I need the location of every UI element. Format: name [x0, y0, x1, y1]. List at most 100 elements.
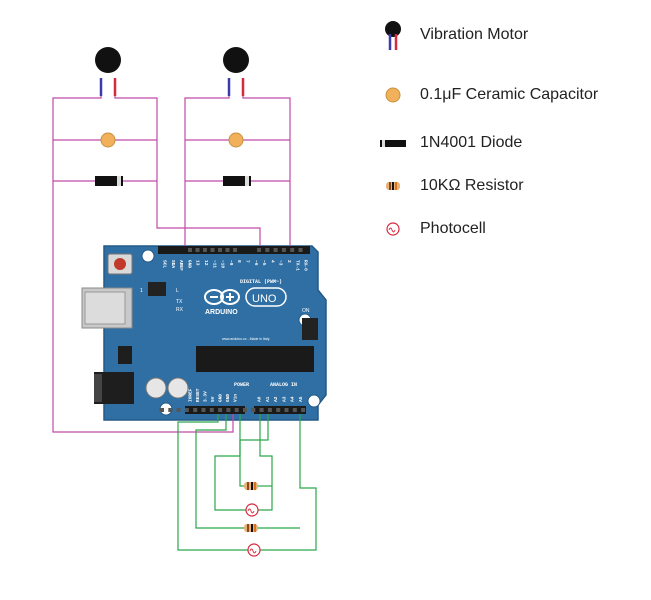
pin-label: 7: [245, 260, 251, 263]
vibration-motor-icon: [378, 20, 408, 50]
header-pin: [265, 248, 270, 252]
legend-label-diode: 1N4001 Diode: [420, 134, 523, 151]
pin-label: ~5: [261, 260, 267, 266]
rx-label: RX: [176, 307, 184, 313]
icsp-header: [148, 282, 166, 296]
pin-label: SDA: [170, 260, 176, 268]
header-pin: [259, 408, 264, 412]
pin-label: Vin: [233, 394, 239, 402]
legend-item-photocell: Photocell: [378, 214, 486, 244]
on-label: ON: [302, 308, 310, 314]
pin-label: 8: [236, 260, 242, 263]
legend-label-resistor: 10KΩ Resistor: [420, 177, 524, 194]
pin-label: AREF: [178, 260, 184, 271]
photocell-icon: [378, 214, 408, 244]
diode-icon: [378, 128, 408, 158]
website-label: www.arduino.cc - Made in Italy: [222, 337, 270, 341]
pin-label: 5V: [210, 396, 216, 402]
header-pin: [301, 408, 306, 412]
icsp-label: 1: [140, 288, 143, 294]
header-pin: [225, 248, 230, 252]
pin-label: RESET: [195, 388, 201, 402]
uno-badge: [245, 287, 287, 307]
component-legend: Vibration Motor 0.1μF Ceramic Capacitor …: [378, 0, 651, 260]
digital-label: DIGITAL (PWM~): [240, 279, 282, 285]
pin-label: A4: [290, 396, 296, 402]
pin-label: 4: [269, 260, 275, 263]
header-pin: [218, 408, 223, 412]
capacitor-icon: [378, 80, 408, 110]
pin-label: ~6: [253, 260, 259, 266]
header-pin: [184, 408, 189, 412]
header-pin: [226, 408, 231, 412]
pin-label: IOREF: [188, 388, 194, 402]
photocell-upper: [245, 503, 259, 517]
power-label: POWER: [234, 382, 249, 388]
header-pin: [160, 408, 164, 412]
header-pin: [292, 408, 297, 412]
diode-right: [223, 176, 251, 186]
pin-label: 2: [286, 260, 292, 263]
mount-hole: [307, 394, 321, 408]
board-brand: ARDUINO: [205, 309, 238, 316]
legend-item-diode: 1N4001 Diode: [378, 128, 522, 158]
resistor-icon: [378, 171, 408, 201]
header-pin: [168, 408, 173, 412]
header-pin: [273, 248, 278, 252]
pin-label: TX→1: [294, 260, 300, 271]
header-pin: [195, 248, 200, 252]
header-pin: [243, 408, 247, 412]
sensor-wiring: [177, 414, 317, 551]
header-pin: [284, 408, 289, 412]
vibration-motor-right: [223, 47, 249, 73]
l-label: L: [176, 288, 179, 294]
pin-label: ~9: [228, 260, 234, 266]
legend-item-motor: Vibration Motor: [378, 20, 528, 50]
header-pin: [233, 248, 237, 252]
header-pin: [201, 408, 206, 412]
header-pin: [203, 248, 207, 252]
power-jack-face: [94, 374, 102, 402]
pin-label: GND: [186, 260, 192, 268]
header-pin: [193, 408, 198, 412]
resistor-lower: [244, 524, 258, 532]
icsp-header-right: [302, 318, 318, 340]
pin-label: SCL: [162, 260, 168, 268]
header-pin: [218, 248, 222, 252]
header-pin: [298, 248, 303, 252]
header-pin: [234, 408, 239, 412]
resistor-upper: [244, 482, 258, 490]
header-pin: [276, 408, 281, 412]
pin-label: ~10: [220, 260, 226, 268]
pin-label: A0: [257, 396, 263, 402]
power-header: [185, 406, 245, 414]
pin-label: RX←0: [303, 260, 309, 271]
board-capacitor: [145, 377, 167, 399]
vibration-motor-left: [95, 47, 121, 73]
legend-label-motor: Vibration Motor: [420, 26, 529, 43]
pin-label: GND: [225, 394, 231, 402]
header-pin: [290, 248, 295, 252]
legend-item-resistor: 10KΩ Resistor: [378, 171, 524, 201]
pin-label: GND: [218, 394, 224, 402]
pin-label: A2: [273, 396, 279, 402]
tx-label: TX: [176, 299, 183, 305]
usb-port-inner: [84, 291, 126, 325]
pin-label: ~3: [278, 260, 284, 266]
pin-label: ~11: [211, 260, 217, 268]
pin-label: A3: [281, 396, 287, 402]
legend-item-capacitor: 0.1μF Ceramic Capacitor: [378, 80, 598, 110]
ceramic-capacitor-right: [228, 132, 244, 148]
diode-left: [95, 176, 123, 186]
header-pin: [281, 248, 286, 252]
arduino-logo: [204, 289, 240, 305]
header-pin: [267, 408, 272, 412]
photocell-lower: [247, 543, 261, 557]
legend-label-capacitor: 0.1μF Ceramic Capacitor: [420, 86, 599, 103]
pin-label: 13: [195, 260, 201, 266]
header-pin: [209, 408, 214, 412]
